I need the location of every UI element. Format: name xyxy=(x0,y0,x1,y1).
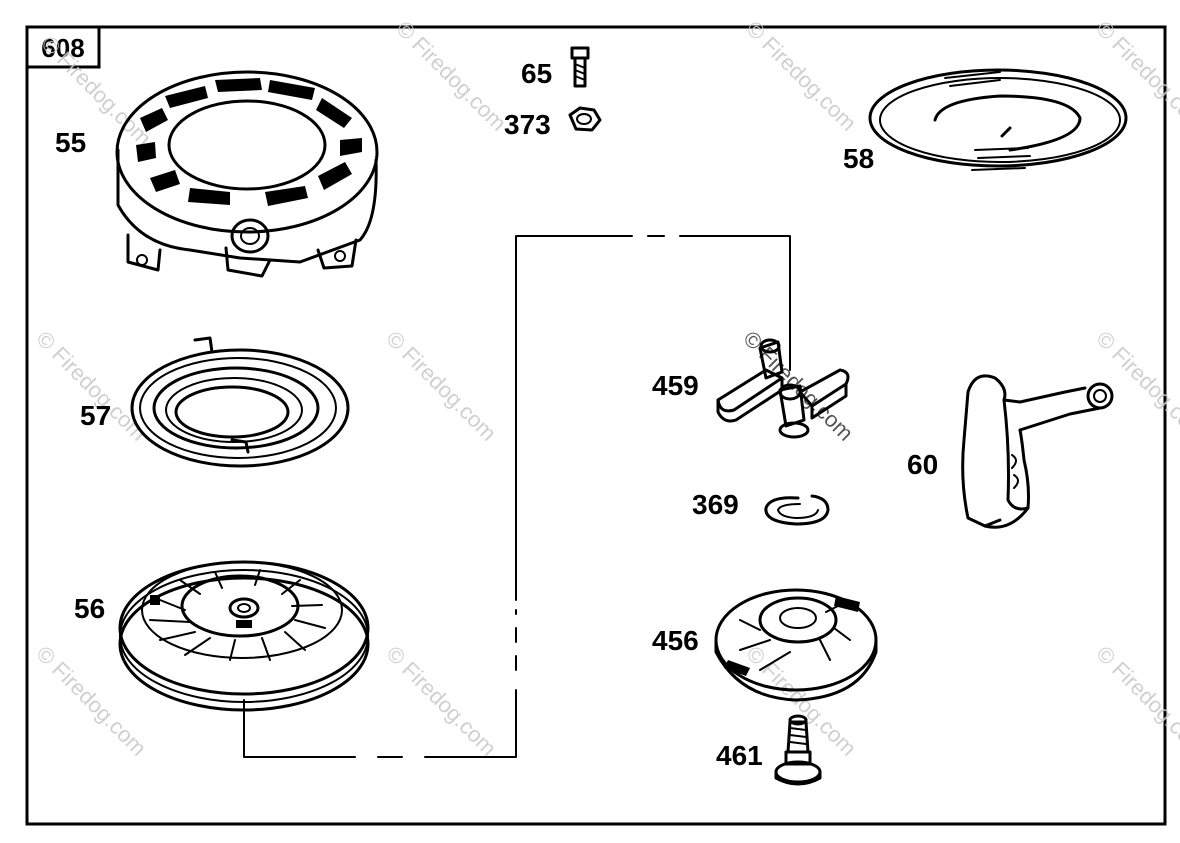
recoil-housing-icon xyxy=(115,70,379,278)
pulley-icon xyxy=(118,560,370,712)
part-label-369: 369 xyxy=(692,489,739,520)
pawl-plate-icon xyxy=(714,588,878,702)
diagram-id-box: 608 xyxy=(25,25,101,69)
part-label-65: 65 xyxy=(521,58,552,89)
part-label-373: 373 xyxy=(504,109,551,140)
rope-icon xyxy=(868,68,1128,171)
bolt-icon xyxy=(570,46,590,88)
part-label-58: 58 xyxy=(843,143,874,174)
part-label-57: 57 xyxy=(80,400,111,431)
diagram-frame xyxy=(25,25,1167,826)
watermark: © Firedog.com xyxy=(381,326,501,446)
assembly-connector xyxy=(243,235,791,758)
screw-icon xyxy=(774,714,822,786)
part-label-459: 459 xyxy=(652,370,699,401)
watermark: © Firedog.com xyxy=(741,16,861,136)
pawl-icon xyxy=(716,338,850,439)
watermarks: © Firedog.com © Firedog.com © Firedog.co… xyxy=(31,16,1180,761)
watermark: © Firedog.com xyxy=(1091,16,1180,136)
watermark: © Firedog.com xyxy=(391,16,511,136)
retaining-ring-icon xyxy=(764,494,830,526)
part-label-55: 55 xyxy=(55,127,86,158)
watermark: © Firedog.com xyxy=(381,641,501,761)
nut-icon xyxy=(568,106,602,132)
watermark: © Firedog.com xyxy=(1091,641,1180,761)
starter-handle-icon xyxy=(961,374,1114,529)
recoil-spring-icon xyxy=(130,336,350,468)
part-label-56: 56 xyxy=(74,593,105,624)
part-label-456: 456 xyxy=(652,625,699,656)
diagram-id: 608 xyxy=(41,33,84,63)
part-label-461: 461 xyxy=(716,740,763,771)
part-label-60: 60 xyxy=(907,449,938,480)
